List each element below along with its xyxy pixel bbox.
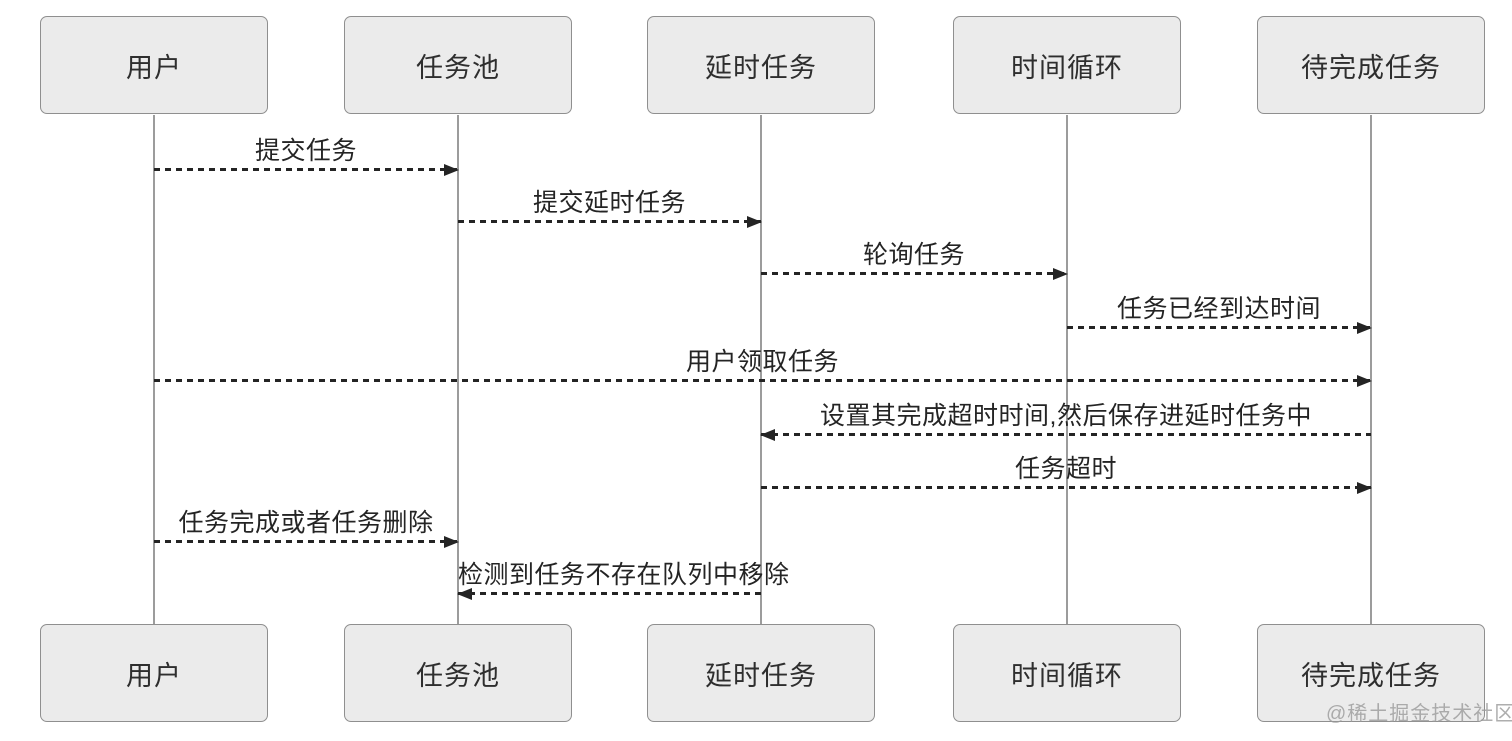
lifeline-pending-task [1370, 115, 1372, 625]
message-arrow [154, 163, 459, 176]
lifeline-time-loop [1066, 115, 1068, 625]
message-arrow [458, 215, 762, 228]
arrowhead-right-icon [444, 163, 459, 176]
actor-box-delayed-task-bottom: 延时任务 [647, 624, 875, 722]
message-user-claim-task: 用户领取任务 [154, 347, 1372, 387]
message-label: 设置其完成超时时间,然后保存进延时任务中 [820, 402, 1312, 430]
message-arrow [154, 535, 459, 548]
actor-box-time-loop-bottom: 时间循环 [953, 624, 1181, 722]
arrowhead-right-icon [1357, 321, 1372, 334]
message-task-timeout: 任务超时 [761, 454, 1372, 494]
message-arrow [761, 481, 1372, 494]
message-arrow [760, 428, 1371, 441]
message-label: 任务超时 [1014, 455, 1117, 483]
message-submit-delayed-task: 提交延时任务 [458, 188, 762, 228]
message-label: 轮询任务 [862, 241, 965, 269]
message-label: 提交任务 [254, 137, 357, 165]
arrowhead-left-icon [760, 428, 775, 441]
message-remove-from-queue: 检测到任务不存在队列中移除 [457, 560, 790, 600]
actor-box-delayed-task-top: 延时任务 [647, 16, 875, 114]
arrowhead-right-icon [1357, 374, 1372, 387]
actor-box-user-top: 用户 [40, 16, 268, 114]
arrowhead-right-icon [1053, 267, 1068, 280]
actor-box-pending-task-bottom: 待完成任务 [1257, 624, 1485, 722]
message-poll-task: 轮询任务 [761, 240, 1068, 280]
message-submit-task: 提交任务 [154, 136, 459, 176]
message-arrow [457, 587, 761, 600]
message-set-timeout-save: 设置其完成超时时间,然后保存进延时任务中 [760, 401, 1371, 441]
message-task-done-or-deleted: 任务完成或者任务删除 [154, 508, 459, 548]
arrowhead-left-icon [457, 587, 472, 600]
message-label: 任务完成或者任务删除 [178, 509, 434, 537]
actor-box-task-pool-bottom: 任务池 [344, 624, 572, 722]
actor-box-task-pool-top: 任务池 [344, 16, 572, 114]
message-label: 检测到任务不存在队列中移除 [458, 561, 790, 589]
message-arrow [154, 374, 1372, 387]
actor-box-user-bottom: 用户 [40, 624, 268, 722]
actor-box-pending-task-top: 待完成任务 [1257, 16, 1485, 114]
lifeline-delayed-task [760, 115, 762, 625]
message-arrow [761, 267, 1068, 280]
message-label: 用户领取任务 [685, 348, 839, 376]
message-arrow [1067, 321, 1372, 334]
actor-box-time-loop-top: 时间循环 [953, 16, 1181, 114]
watermark: @稀土掘金技术社区 [1326, 703, 1512, 725]
arrowhead-right-icon [1357, 481, 1372, 494]
lifeline-user [153, 115, 155, 625]
arrowhead-right-icon [444, 535, 459, 548]
arrowhead-right-icon [747, 215, 762, 228]
message-label: 提交延时任务 [532, 189, 686, 217]
message-task-time-reached: 任务已经到达时间 [1067, 294, 1372, 334]
lifeline-task-pool [457, 115, 459, 625]
message-label: 任务已经到达时间 [1116, 295, 1321, 323]
